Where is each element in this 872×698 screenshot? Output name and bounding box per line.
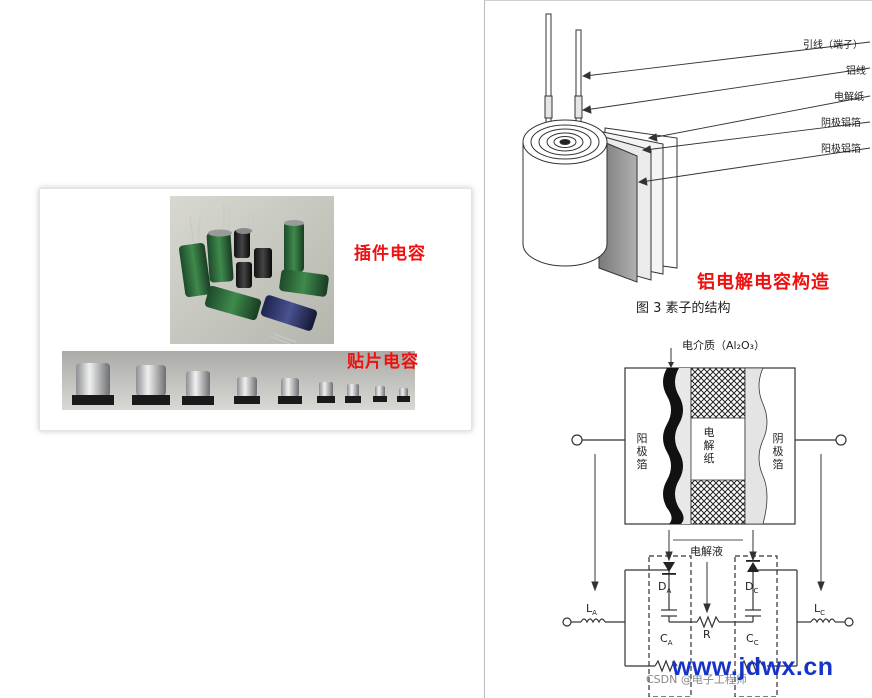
capacitor-winding-diagram (522, 13, 871, 283)
jdwx-watermark: www.jdwx.cn (672, 653, 834, 681)
cathode-foil-label: 阴极箔 (772, 432, 784, 471)
structure-title: 铝电解电容构造 (697, 272, 830, 293)
capacitor-ca-label: CA (660, 632, 673, 648)
structure-label-paper: 电解纸 (834, 92, 864, 103)
structure-label-anode-foil: 阳极铝箔 (821, 144, 861, 155)
electrolytic-paper-label: 电解纸 (703, 426, 715, 465)
resistor-r-label: R (703, 628, 711, 641)
dielectric-label: 电介质（Al₂O₃） (682, 339, 766, 352)
csdn-credit: CSDN @电子工程师 (646, 673, 747, 686)
diode-dc-label: DC (745, 580, 759, 596)
smd-capacitor-photo (62, 351, 415, 410)
inductor-la-label: LA (586, 602, 597, 618)
capacitor-cc-label: CC (746, 632, 759, 648)
equivalent-circuit-diagram (562, 348, 854, 697)
through-hole-capacitor-label: 插件电容 (354, 244, 426, 264)
structure-label-cathode-foil: 阴极铝箔 (821, 118, 861, 129)
electrolyte-label: 电解液 (690, 545, 723, 558)
figure-caption: 图 3 素子的结构 (636, 301, 731, 316)
structure-label-aluminum-wire: 铝线 (846, 66, 866, 77)
diode-da-label: DA (658, 580, 672, 596)
inductor-lc-label: LC (814, 602, 826, 618)
anode-foil-label: 阳极箔 (636, 432, 648, 471)
structure-label-lead: 引线（端子） (803, 40, 863, 51)
through-hole-capacitor-photo (170, 196, 334, 344)
smd-capacitor-label: 贴片电容 (347, 352, 419, 372)
